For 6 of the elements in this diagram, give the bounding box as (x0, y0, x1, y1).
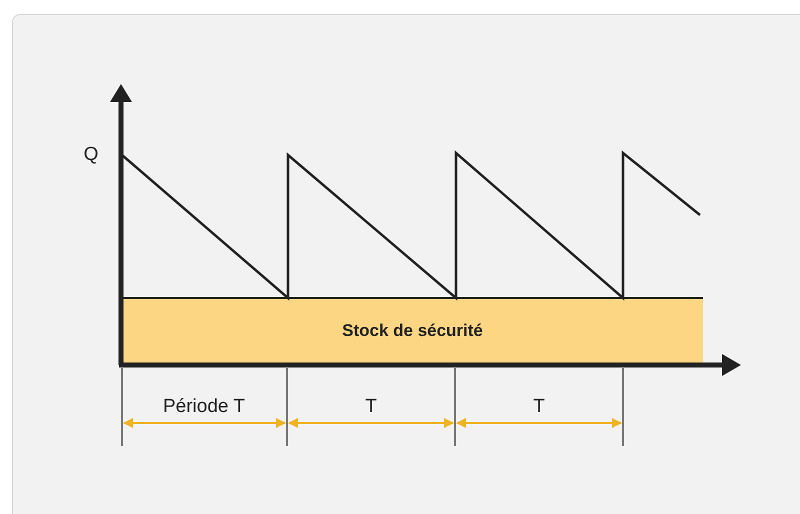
axis-label: Q (84, 144, 98, 166)
band-label: Stock de sécurité (341, 321, 484, 341)
dimension-label: T (365, 396, 377, 418)
safety-stock-band (122, 297, 703, 363)
dimension-label: Période T (162, 396, 246, 418)
dimension-label: T (533, 396, 545, 418)
